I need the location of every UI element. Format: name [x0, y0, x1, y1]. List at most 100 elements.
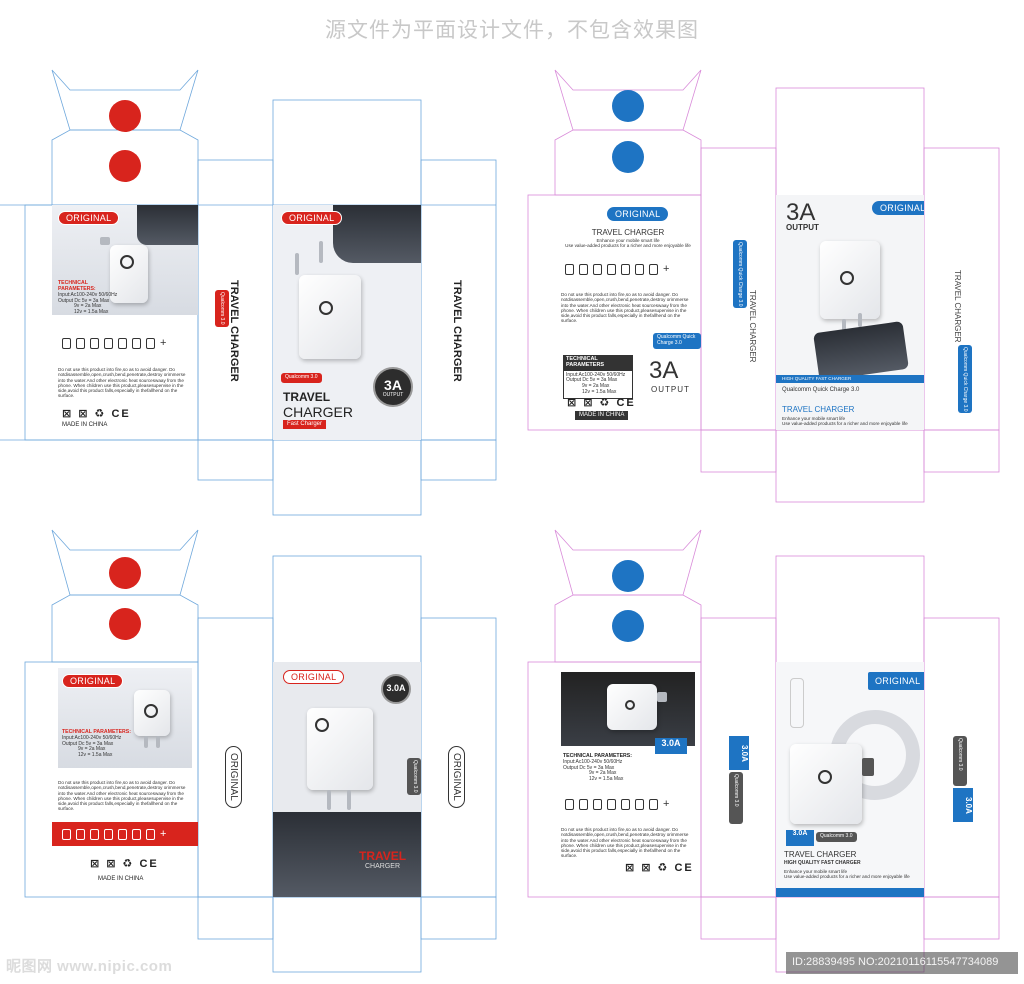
screen-icon [607, 798, 616, 810]
laptop-icon [90, 828, 99, 840]
br-side-b-output: 3.0A [953, 788, 973, 822]
front-title: TRAVEL CHARGER [784, 850, 857, 859]
br-side-b-qc: Qualcomm 3.0 [953, 736, 967, 786]
tech-params: TECHNICAL PARAMETERS: Input:Ac100-240v 5… [62, 729, 131, 759]
front-qc-chip: Qualcomm 3.0 [816, 832, 857, 842]
laptop-icon [593, 263, 602, 275]
made-in-china: MADE IN CHINA [62, 422, 108, 428]
plug-prong [319, 241, 323, 263]
charger-image [134, 690, 170, 736]
blue-band [776, 888, 924, 897]
charger-image [790, 744, 862, 824]
tl-side-b-title: TRAVEL CHARGER [451, 280, 463, 382]
tablet-icon [76, 337, 85, 349]
front-output-badge: 3.0A [786, 830, 814, 846]
tr-front-panel: 3A OUTPUT ORIGINAL HIGH QUALITY FAST CHA… [776, 195, 924, 430]
qc-logo: Qualcomm Quick Charge 3.0 [782, 387, 860, 393]
charger-image [820, 241, 880, 319]
cert-marks: ⊠ ⊠ ♻ CE [62, 408, 131, 420]
cert-marks: ⊠ ⊠ ♻ CE [90, 858, 159, 870]
tr-side-b-title: TRAVEL CHARGER [953, 270, 962, 343]
output-badge: 3.0A [655, 738, 687, 754]
hq-banner: HIGH QUALITY FAST CHARGER [776, 375, 924, 383]
feature-icons: + [62, 337, 166, 350]
plug-prong [144, 736, 148, 748]
bl-side-b-title: ORIGINAL [448, 746, 465, 808]
qc-chip: Qualcomm 3.0 [407, 758, 421, 795]
tagline-2: Use value-added products for a richer an… [782, 421, 908, 426]
phone-photo [137, 205, 198, 245]
screen-icon [104, 337, 113, 349]
output-big: 3A [649, 357, 679, 384]
blue-dot [612, 560, 644, 592]
screen-icon [607, 263, 616, 275]
phone-icon [62, 337, 71, 349]
bl-back-panel: ORIGINAL TECHNICAL PARAMETERS: Input:Ac1… [52, 662, 198, 897]
plus-icon: + [663, 798, 670, 810]
br-side-a-qc: Qualcomm 3.0 [729, 772, 743, 824]
feature-icons: + [62, 828, 166, 841]
title: TRAVEL CHARGER [591, 228, 665, 237]
watch-icon [118, 828, 127, 840]
front-subtitle: Fast Charger [283, 420, 327, 429]
original-badge: ORIGINAL [281, 211, 343, 226]
red-dot [109, 557, 141, 589]
bl-front-panel: ORIGINAL 3.0A Qualcomm 3.0 TRAVEL CHARGE… [273, 662, 421, 897]
tl-side-a-qc: Qualcomm 3.0 [215, 290, 229, 327]
original-badge: ORIGINAL [283, 670, 345, 685]
front-title-1: TRAVEL [359, 849, 407, 863]
plug-prong [156, 736, 160, 748]
screen-icon [104, 828, 113, 840]
tech-params: TECHNICAL PARAMETERS: Input:Ac100-240v 5… [563, 753, 632, 783]
plug-prong [858, 313, 862, 327]
original-badge: ORIGINAL [58, 211, 120, 226]
plug-prong [347, 790, 351, 810]
original-badge: ORIGINAL [868, 672, 924, 691]
tech-params: TECHNICAL PARAMETERS: Input:Ac100-240v 5… [58, 280, 118, 316]
plug-prong [842, 319, 846, 333]
tl-side-a-title: TRAVEL CHARGER [228, 280, 240, 382]
tagline-2: Use value-added products for a richer an… [784, 874, 910, 879]
plus-icon: + [160, 828, 167, 840]
original-badge: ORIGINAL [872, 201, 924, 216]
tagline-1: Enhance your mobile smart life [596, 238, 660, 243]
output-small: OUTPUT [651, 385, 690, 394]
plug-prong [657, 692, 667, 702]
tr-side-b-qc: Qualcomm Quick Charge 3.0 [958, 345, 972, 414]
phone-icon [565, 798, 574, 810]
watch-icon [621, 263, 630, 275]
phone-photo [333, 205, 421, 263]
speaker-icon [132, 828, 141, 840]
br-front-panel: ORIGINAL 3.0A Qualcomm 3.0 TRAVEL CHARGE… [776, 662, 924, 897]
plus-icon: + [160, 337, 167, 349]
made-in-china: MADE IN CHINA [575, 411, 629, 420]
br-back-panel: 3.0A TECHNICAL PARAMETERS: Input:Ac100-2… [555, 662, 701, 897]
plus-icon: + [663, 263, 670, 275]
red-dot [109, 100, 141, 132]
cert-marks: ⊠ ⊠ ♻ CE [625, 862, 694, 874]
tagline-1: Enhance your mobile smart life [782, 416, 846, 421]
watermark-right: ID:28839495 NO:20210116115547734089 [786, 952, 1018, 974]
charger-image [299, 275, 361, 359]
tablet-icon [579, 263, 588, 275]
front-title: TRAVEL CHARGER [782, 405, 855, 414]
blue-dot [612, 610, 644, 642]
charger-image [307, 708, 373, 790]
phone-photo [273, 812, 421, 897]
blue-dot [612, 90, 644, 122]
tagline-1: Enhance your mobile smart life [784, 869, 848, 874]
plug-prong [862, 758, 874, 776]
plug-prong [100, 237, 110, 245]
charger-image [110, 245, 148, 303]
camera-icon [649, 263, 658, 275]
front-title-1: TRAVEL [283, 390, 331, 404]
laptop-icon [90, 337, 99, 349]
charger-image [607, 684, 657, 730]
warning-text: Do not use this product into fire,so as … [58, 367, 186, 399]
cert-marks: ⊠ ⊠ ♻ CE [567, 397, 636, 409]
output-badge: 3.0A [381, 674, 411, 704]
warning-text: Do not use this product into fire,so as … [561, 827, 689, 859]
phone-icon [62, 828, 71, 840]
speaker-icon [635, 798, 644, 810]
